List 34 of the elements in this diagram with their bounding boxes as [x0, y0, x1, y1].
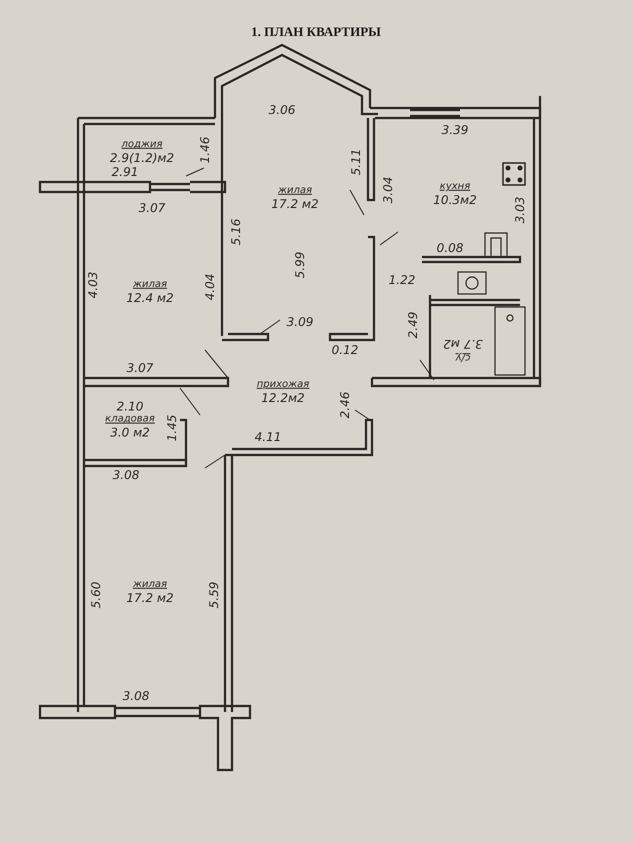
room-label: прихожая 12.2м2 — [256, 378, 310, 406]
room-label: жилая 17.2 м2 — [271, 184, 319, 212]
dimension-label: 0.08 — [436, 241, 464, 255]
dimension-label: 3.08 — [122, 689, 150, 703]
room-label: с/у 3.7 м2 — [443, 336, 483, 364]
dimension-label: 5.16 — [229, 218, 243, 246]
dimension-label: 4.11 — [254, 430, 282, 444]
dimension-label: 1.22 — [388, 273, 416, 287]
dimension-label: 3.08 — [112, 468, 140, 482]
dimension-label: 3.04 — [381, 176, 395, 204]
dimension-label: 1.45 — [165, 414, 179, 442]
room-label: 2.10 кладовая 3.0 м2 — [105, 400, 155, 440]
dimension-label: 5.60 — [89, 582, 103, 608]
dimension-label: 5.11 — [349, 148, 363, 176]
dimension-label: 2.91 — [112, 165, 138, 179]
dimension-label: 3.09 — [286, 315, 314, 329]
plan-title: 1. ПЛАН КВАРТИРЫ — [251, 24, 381, 40]
dimension-label: 4.04 — [203, 274, 217, 300]
dimension-label: 3.39 — [442, 123, 468, 137]
room-label: лоджия 2.9(1.2)м2 — [110, 138, 174, 166]
dimension-label: 3.06 — [268, 103, 296, 117]
room-label: кухня 10.3м2 — [433, 180, 477, 208]
dimension-label: 2.46 — [338, 392, 352, 418]
dimension-label: 3.07 — [126, 361, 154, 375]
dimension-label: 4.03 — [86, 272, 100, 298]
dimension-label: 5.59 — [207, 582, 221, 608]
dimension-label: 2.49 — [406, 312, 420, 338]
dimension-label: 5.99 — [293, 252, 307, 278]
dimension-label: 3.03 — [513, 196, 527, 224]
dimension-label: 1.46 — [198, 136, 212, 164]
room-label: жилая 12.4 м2 — [126, 278, 174, 306]
room-label: жилая 17.2 м2 — [126, 578, 174, 606]
dimension-label: 0.12 — [332, 343, 358, 357]
dimension-label: 3.07 — [138, 201, 166, 215]
